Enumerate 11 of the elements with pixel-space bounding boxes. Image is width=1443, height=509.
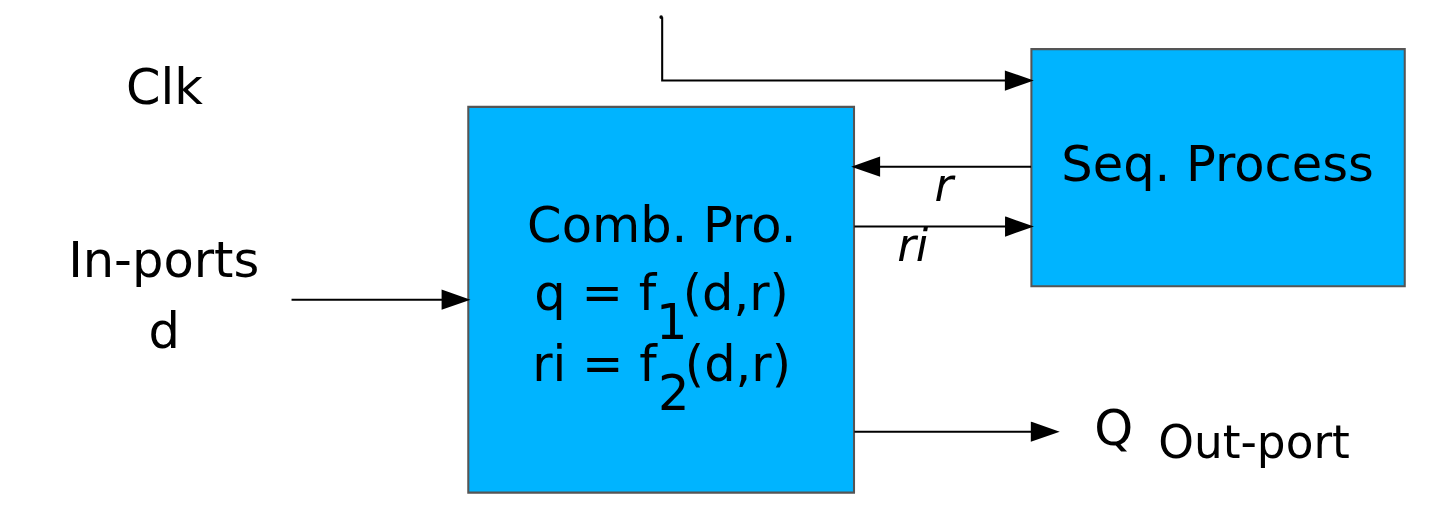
arrow [853,216,1034,237]
arrow [660,17,1034,91]
edge-label: ri [896,218,928,272]
arrow [291,289,470,310]
label: Clk [125,58,203,117]
arrow [853,421,1060,442]
node-box: Seq. Process [1029,48,1406,288]
node-text: Q [1093,398,1133,457]
node-text: In-ports d [67,231,259,360]
node-label: Out-port [1157,415,1350,469]
arrow [850,156,1031,177]
